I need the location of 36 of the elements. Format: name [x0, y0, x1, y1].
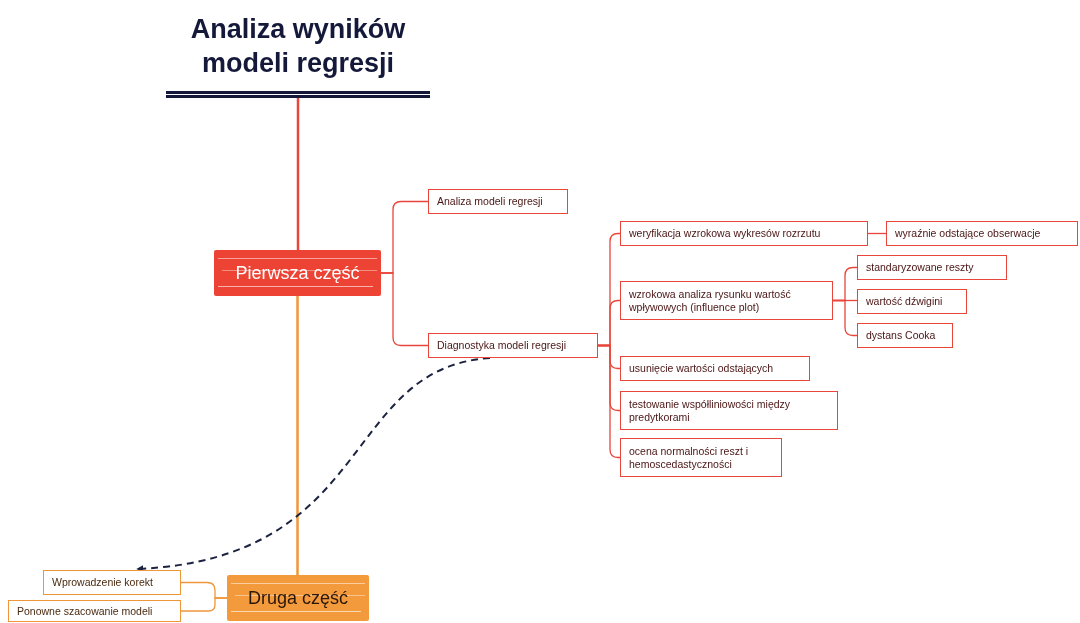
node-label: Ponowne szacowanie modeli [17, 604, 153, 618]
subtopic-box [857, 323, 953, 348]
node-label: standaryzowane reszty [866, 261, 974, 274]
connector-line [180, 597, 228, 612]
subtopic-box [620, 281, 833, 320]
subtopic-box [8, 600, 181, 622]
subtopic-box [620, 356, 810, 381]
node-label: Diagnostyka modeli regresji [437, 339, 566, 352]
subtopic-box [428, 333, 598, 358]
topic-box [227, 575, 369, 621]
dashed-arrow [136, 357, 491, 572]
node-label: Analiza modeli regresji [437, 195, 543, 208]
subtopic-box [857, 255, 1007, 280]
node-label: usunięcie wartości odstających [629, 362, 774, 375]
node-label: ocena normalności reszt i hemoscedastyczności [629, 444, 750, 471]
node-label: dystans Cooka [866, 329, 936, 342]
topic-box [214, 250, 381, 296]
subtopic-box [620, 221, 868, 246]
node-label: wyraźnie odstające obserwacje [895, 227, 1041, 240]
node-label: Druga część [247, 586, 348, 610]
node-label: wartość dźwigini [866, 295, 943, 308]
node-label: wzrokowa analiza rysunku wartość wpływowych (influence plot) [629, 287, 792, 314]
node-label: weryfikacja wzrokowa wykresów rozrzutu [629, 227, 821, 240]
subtopic-box [620, 438, 782, 477]
node-label: Pierwsza część [235, 261, 360, 285]
connector-line [296, 296, 299, 575]
connector-line [296, 98, 300, 250]
subtopic-box [43, 570, 181, 595]
title-text: Analiza wyników modeli regresji [189, 13, 407, 80]
subtopic-box [857, 289, 967, 314]
subtopic-box [428, 189, 568, 214]
connector-line [380, 272, 429, 347]
node-label: Wprowadzenie korekt [52, 576, 153, 589]
node-label: testowanie współliniowości między predytkorami [629, 397, 792, 424]
subtopic-box [886, 221, 1078, 246]
subtopic-box [620, 391, 838, 430]
